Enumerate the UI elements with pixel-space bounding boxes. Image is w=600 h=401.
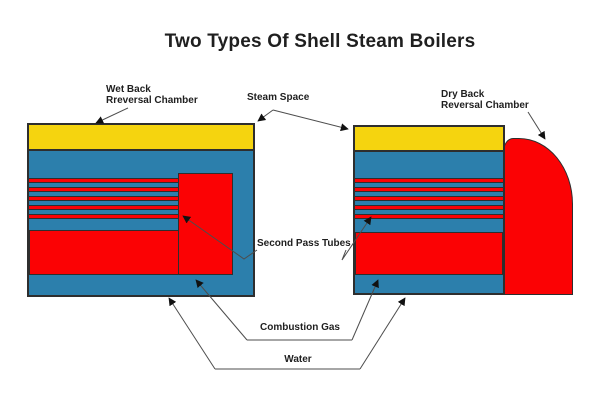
tube — [29, 178, 178, 183]
tube — [29, 196, 178, 201]
dry-back-furnace — [355, 232, 503, 275]
wet-back-boiler-shell — [27, 123, 255, 297]
tube — [355, 205, 503, 210]
label-wet-back: Wet Back Rreversal Chamber — [106, 84, 198, 106]
label-dry-back-line1: Dry Back — [441, 89, 485, 100]
water-arrow-right — [359, 297, 406, 370]
water-arrow-left — [168, 297, 216, 370]
label-wet-back-line1: Wet Back — [106, 84, 151, 95]
label-water: Water — [284, 354, 312, 365]
steam-space-arrow-left — [257, 109, 274, 122]
label-steam-space: Steam Space — [247, 92, 310, 103]
dry-back-arrow — [527, 111, 546, 140]
tube — [355, 178, 503, 183]
wet-back-second-pass-tubes — [29, 178, 178, 219]
tube — [355, 196, 503, 201]
tube — [29, 214, 178, 219]
label-combustion-gas: Combustion Gas — [259, 322, 340, 333]
tube — [29, 187, 178, 192]
tube — [355, 214, 503, 219]
label-dry-back-line2: Reversal Chamber — [441, 100, 529, 111]
label-dry-back: Dry Back Reversal Chamber — [441, 89, 529, 111]
wet-back-arrow — [95, 107, 129, 124]
dry-back-boiler-shell — [353, 125, 505, 295]
label-second-pass-tubes: Second Pass Tubes — [257, 238, 351, 249]
dry-back-reversal-chamber — [503, 138, 573, 295]
label-wet-back-line2: Rreversal Chamber — [106, 95, 198, 106]
diagram-title: Two Types Of Shell Steam Boilers — [164, 31, 476, 52]
dry-back-second-pass-tubes — [355, 178, 503, 219]
dry-back-steam-space-band — [355, 127, 503, 152]
tube — [29, 205, 178, 210]
wet-back-steam-space-band — [29, 125, 253, 151]
tube — [355, 187, 503, 192]
wet-back-reversal-chamber — [178, 173, 233, 275]
steam-space-arrow-right — [272, 109, 349, 132]
